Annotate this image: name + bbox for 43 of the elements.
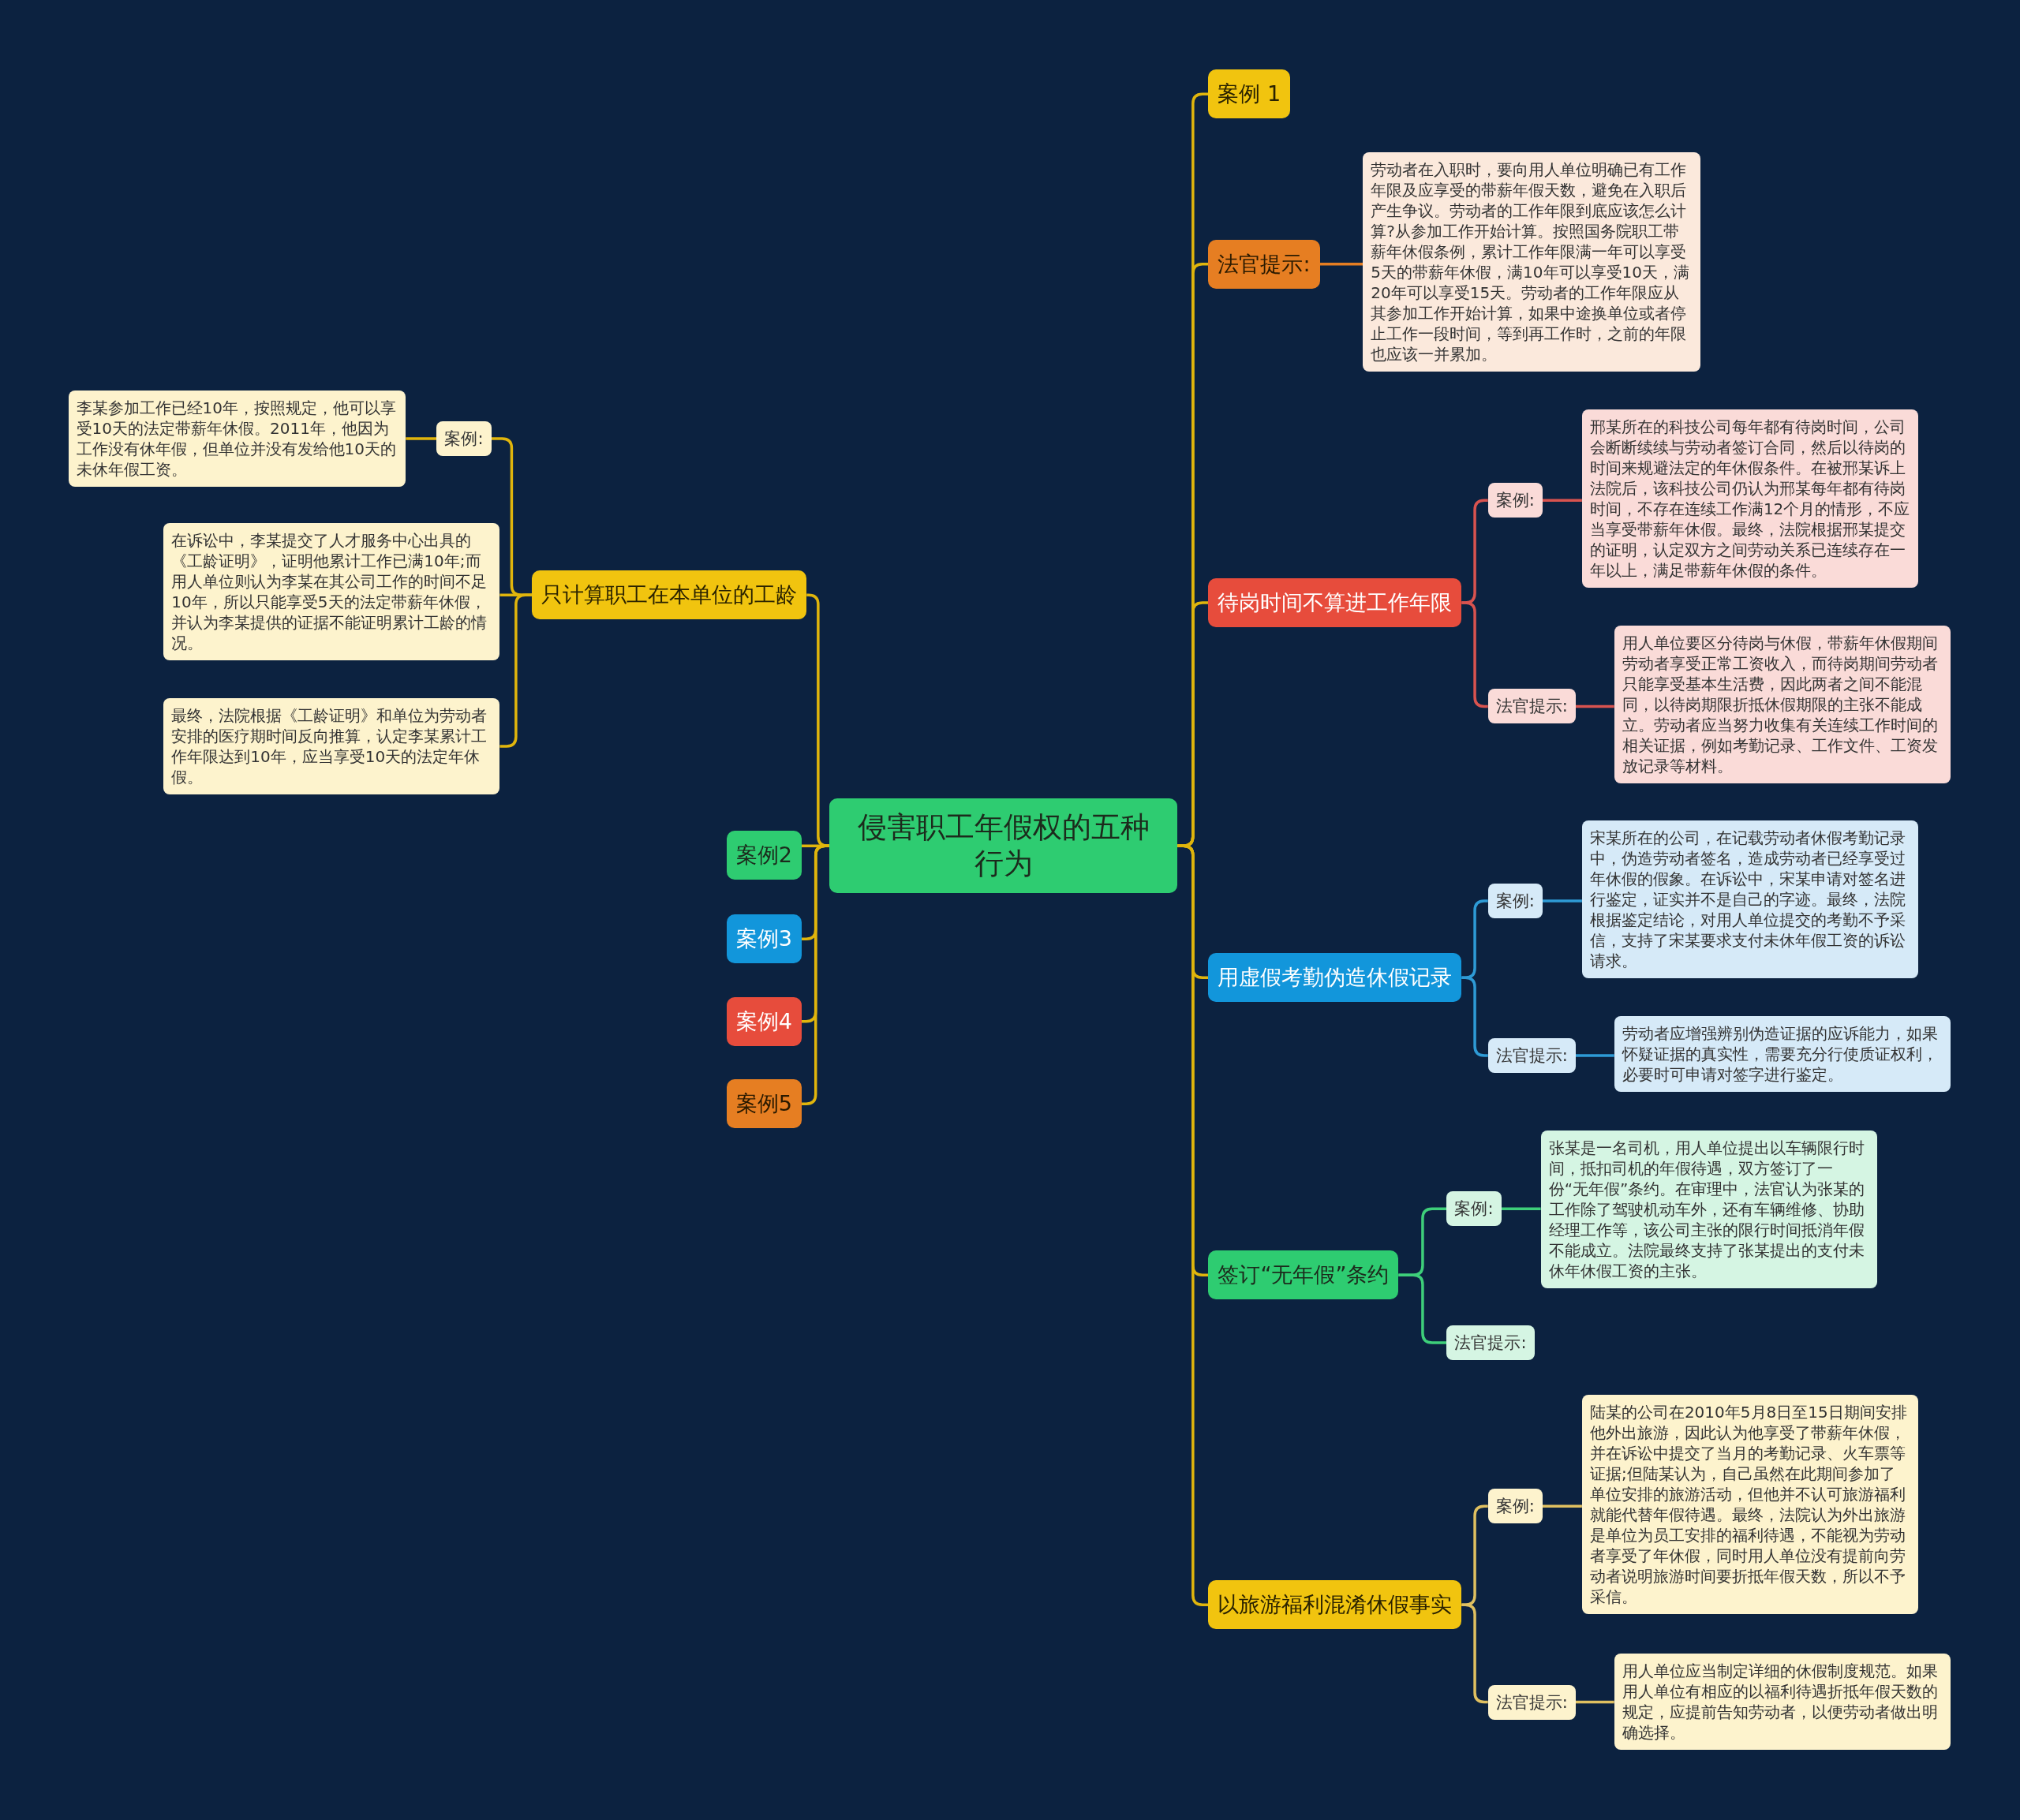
text-box: 劳动者在入职时，要向用人单位明确已有工作年限及应享受的带薪年假天数，避免在入职后产生争议。劳动者的工作年限到底应该怎么计算?从参加工作开始计算。按照国务院职工带薪年休假条例，累计工作年限满一年可以享受5天的带薪年休假，满10年可以享受10天，满20年可以享受15天。劳动者的工作年限应从其参加工作开始计算，如果中途换单位或者停止工作一段时间，等到再工作时，之前的年限也应该一并累加。: [1363, 151, 1701, 372]
connector-line: [1575, 1054, 1614, 1057]
connector-line: [1575, 704, 1614, 708]
text-box: 最终，法院根据《工龄证明》和单位为劳动者安排的医疗期时间反向推算，认定李某累计工作年限达到10年，应当享受10天的法定年休假。: [163, 697, 500, 794]
topic-box: 案例3: [726, 914, 802, 964]
text-box: 用人单位要区分待岗与休假，带薪年休假期间劳动者享受正常工资收入，而待岗期间劳动者只能享受基本生活费，因此两者之间不能混同，以待岗期限折抵休假期限的主张不能成立。劳动者应当努力收集有关连续工作时间的相关证据，例如考勤记录、工作文件、工资发放记录等材料。: [1614, 626, 1951, 784]
topic-box: 案例5: [726, 1079, 802, 1129]
label-box: 案例:: [1487, 884, 1543, 918]
text-box: 陆某的公司在2010年5月8日至15日期间安排他外出旅游，因此认为他享受了带薪年休假，并在诉讼中提交了当月的考勤记录、火车票等证据;但陆某认为，自己虽然在此期间参加了单位安排的旅游活动，但他并不认可旅游福利就能代替年假待遇。最终，法院认为外出旅游是单位为员工安排的福利待遇，不能视为劳动者享受了年休假，同时用人单位没有提前向劳动者说明旅游时间要折抵年假天数，所以不予采信。: [1581, 1395, 1918, 1615]
connector-line: [802, 844, 830, 1105]
topic-box: 待岗时间不算进工作年限: [1208, 578, 1462, 628]
label-box: 案例:: [1487, 1489, 1543, 1524]
connector-line: [1575, 1700, 1614, 1704]
text-box: 宋某所在的公司，在记载劳动者休假考勤记录中，伪造劳动者签名，造成劳动者已经享受过年休假的假象。在诉讼中，宋某申请对签名进行鉴定，证实并不是自己的字迹。最终，法院根据鉴定结论，对用人单位提交的考勤不予采信，支持了宋某要求支付未休年假工资的诉讼请求。: [1581, 820, 1918, 978]
topic-box: 案例4: [726, 996, 802, 1046]
text-box: 李某参加工作已经10年，按照规定，他可以享受10天的法定带薪年休假。2011年，他因为工作没有休年假，但单位并没有发给他10天的未休年假工资。: [68, 390, 406, 487]
label-box: 法官提示:: [1446, 1325, 1535, 1360]
text-box: 用人单位应当制定详细的休假制度规范。如果用人单位有相应的以福利待遇折抵年假天数的规定，应提前告知劳动者，以便劳动者做出明确选择。: [1614, 1654, 1951, 1751]
topic-box: 法官提示:: [1208, 239, 1320, 289]
topic-box: 案例 1: [1208, 69, 1291, 119]
connector-line: [406, 437, 437, 440]
label-box: 法官提示:: [1487, 689, 1576, 724]
connector-line: [1542, 1504, 1582, 1508]
text-box: 劳动者应增强辨别伪造证据的应诉能力，如果怀疑证据的真实性，需要充分行使质证权利，必要时可申请对签字进行鉴定。: [1614, 1016, 1951, 1093]
topic-box: 以旅游福利混淆休假事实: [1208, 1580, 1462, 1630]
topic-box: 案例2: [726, 831, 802, 880]
topic-box: 用虚假考勤伪造休假记录: [1208, 953, 1462, 1003]
label-box: 案例:: [1446, 1191, 1502, 1227]
connector-line: [1319, 262, 1364, 266]
text-box: 在诉讼中，李某提交了人才服务中心出具的《工龄证明》，证明他累计工作已满10年;而用人单位则认为李某在其公司工作的时间不足10年，所以只能享受5天的法定带薪年休假，并认为李某提供的证据不能证明累计工龄的情况。: [163, 522, 500, 660]
connector-line: [499, 593, 533, 748]
label-box: 案例:: [436, 420, 492, 456]
label-box: 案例:: [1487, 483, 1543, 518]
label-box: 法官提示:: [1487, 1037, 1576, 1073]
label-box: 法官提示:: [1487, 1684, 1576, 1720]
central-topic-box: 侵害职工年假权的五种行为: [829, 798, 1178, 894]
topic-box: 签订“无年假”条约: [1208, 1250, 1399, 1300]
text-box: 邢某所在的科技公司每年都有待岗时间，公司会断断续续与劳动者签订合同，然后以待岗的时间来规避法定的年休假条件。在被邢某诉上法院后，该科技公司仍认为邢某每年都有待岗时间，不存在连续工作满12个月的情形，不应当享受带薪年休假。最终，法院根据邢某提交的证明，认定双方之间劳动关系已连续存在一年以上，满足带薪年休假的条件。: [1581, 409, 1918, 589]
connector-line: [1542, 499, 1582, 502]
topic-box: 只计算职工在本单位的工龄: [532, 570, 807, 620]
text-box: 张某是一名司机，用人单位提出以车辆限行时间，抵扣司机的年假待遇，双方签订了一份“无年假”条约。在审理中，法官认为张某的工作除了驾驶机动车外，还有车辆维修、协助经理工作等，该公司主张的限行时间抵消年假不能成立。法院最终支持了张某提出的支付未休年休假工资的主张。: [1540, 1130, 1877, 1289]
connector-line: [1501, 1207, 1541, 1210]
connector-line: [1542, 899, 1582, 903]
